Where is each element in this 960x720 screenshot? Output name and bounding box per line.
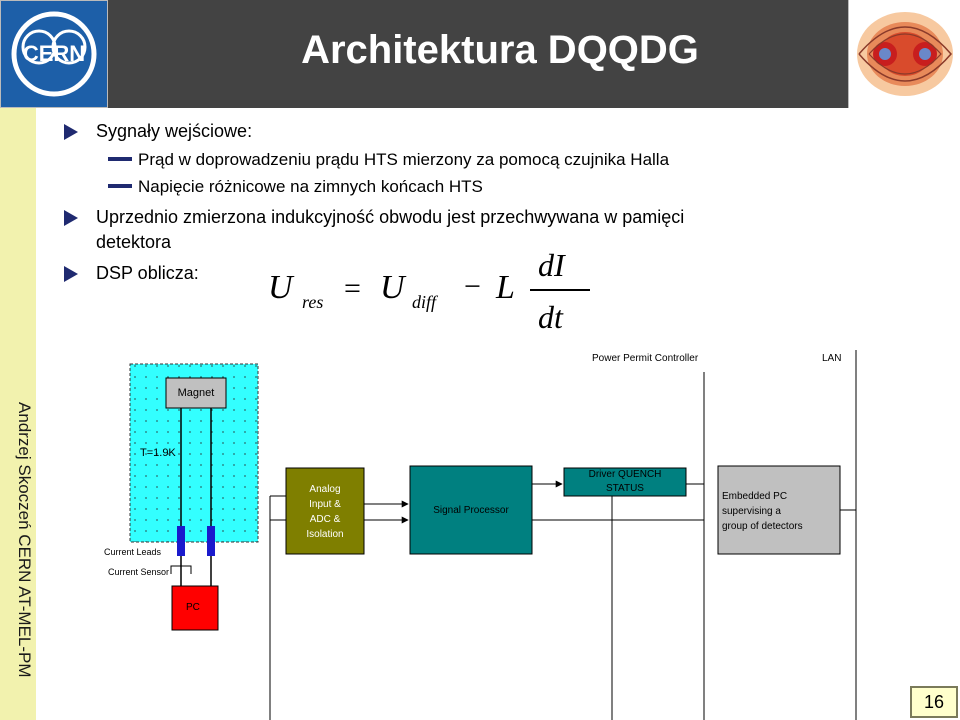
left-side-strip — [0, 108, 36, 720]
author-credit: Andrzej Skoczeń CERN AT-MEL-PM — [15, 402, 34, 678]
analog-box — [285, 467, 365, 555]
bullet-arrow-icon — [64, 210, 78, 226]
field-map-image — [848, 0, 960, 108]
formula-l: L — [495, 269, 515, 306]
formula-denominator: dt — [538, 299, 564, 335]
svg-text:CERN: CERN — [23, 41, 85, 66]
analog-line: Input & — [309, 499, 341, 510]
signal-processor-label: Signal Processor — [433, 505, 509, 516]
bullet-arrow-icon — [64, 266, 78, 282]
formula-minus: − — [464, 270, 481, 303]
slide-header — [0, 0, 960, 108]
power-permit-label: Power Permit Controller — [592, 353, 699, 364]
formula-diff: diff — [412, 292, 439, 312]
pc-box — [171, 585, 219, 631]
embedded-line: supervising a — [722, 506, 781, 517]
analog-label: Analog Input & ADC & Isolation — [286, 482, 364, 542]
formula: U res = U diff − L dI dt — [268, 247, 590, 335]
current-sensor-shape — [170, 565, 192, 574]
magnet-label: Magnet — [177, 387, 215, 399]
page-number: 16 — [910, 686, 958, 718]
sub-bullet-voltage: Napięcie różnicowe na zimnych końcach HT… — [138, 177, 483, 196]
slide-title: Architektura DQQDG — [301, 28, 699, 72]
magnetic-field-icon — [849, 0, 960, 108]
bullet-inductance: Uprzednio zmierzona indukcyjność obwodu … — [96, 207, 685, 227]
bullet-inductance-cont: detektora — [96, 232, 172, 252]
pc-label: PC — [186, 602, 200, 613]
formula-numerator: dI — [538, 247, 566, 283]
bullet-inputs: Sygnały wejściowe: — [96, 121, 253, 141]
magnet-box — [165, 377, 227, 409]
lan-label: LAN — [822, 353, 842, 364]
formula-u: U — [268, 269, 295, 306]
driver-box — [563, 467, 687, 497]
temperature-label: T=1.9K — [140, 447, 176, 459]
cern-logo-icon: CERN — [1, 1, 107, 107]
bullet-dsp: DSP oblicza: — [96, 263, 199, 283]
formula-eq: = — [344, 272, 361, 305]
embedded-line: group of detectors — [722, 521, 803, 532]
sub-bullet-current: Prąd w doprowadzeniu prądu HTS mierzony … — [138, 150, 670, 169]
cern-logo: CERN — [0, 0, 108, 108]
embedded-pc-box — [717, 465, 841, 555]
analog-line: ADC & — [309, 514, 341, 525]
formula-u2: U — [380, 269, 407, 306]
lead-segment-left — [177, 526, 185, 556]
current-sensor-label: Current Sensor — [108, 567, 170, 577]
sub-bullet-dash-icon — [108, 157, 132, 161]
driver-line: STATUS — [606, 483, 644, 494]
bullet-arrow-icon — [64, 124, 78, 140]
current-leads-label: Current Leads — [104, 547, 162, 557]
driver-line: Driver QUENCH — [588, 469, 662, 480]
analog-line: Isolation — [306, 529, 344, 540]
embedded-pc-label: Embedded PC supervising a group of detec… — [722, 489, 840, 534]
sub-bullet-dash-icon — [108, 184, 132, 188]
formula-res: res — [302, 292, 323, 312]
lead-segment-right — [207, 526, 215, 556]
signal-processor-box — [409, 465, 533, 555]
embedded-line: Embedded PC — [722, 491, 788, 502]
driver-label: Driver QUENCH STATUS — [564, 468, 686, 496]
analog-line: Analog — [309, 484, 341, 495]
